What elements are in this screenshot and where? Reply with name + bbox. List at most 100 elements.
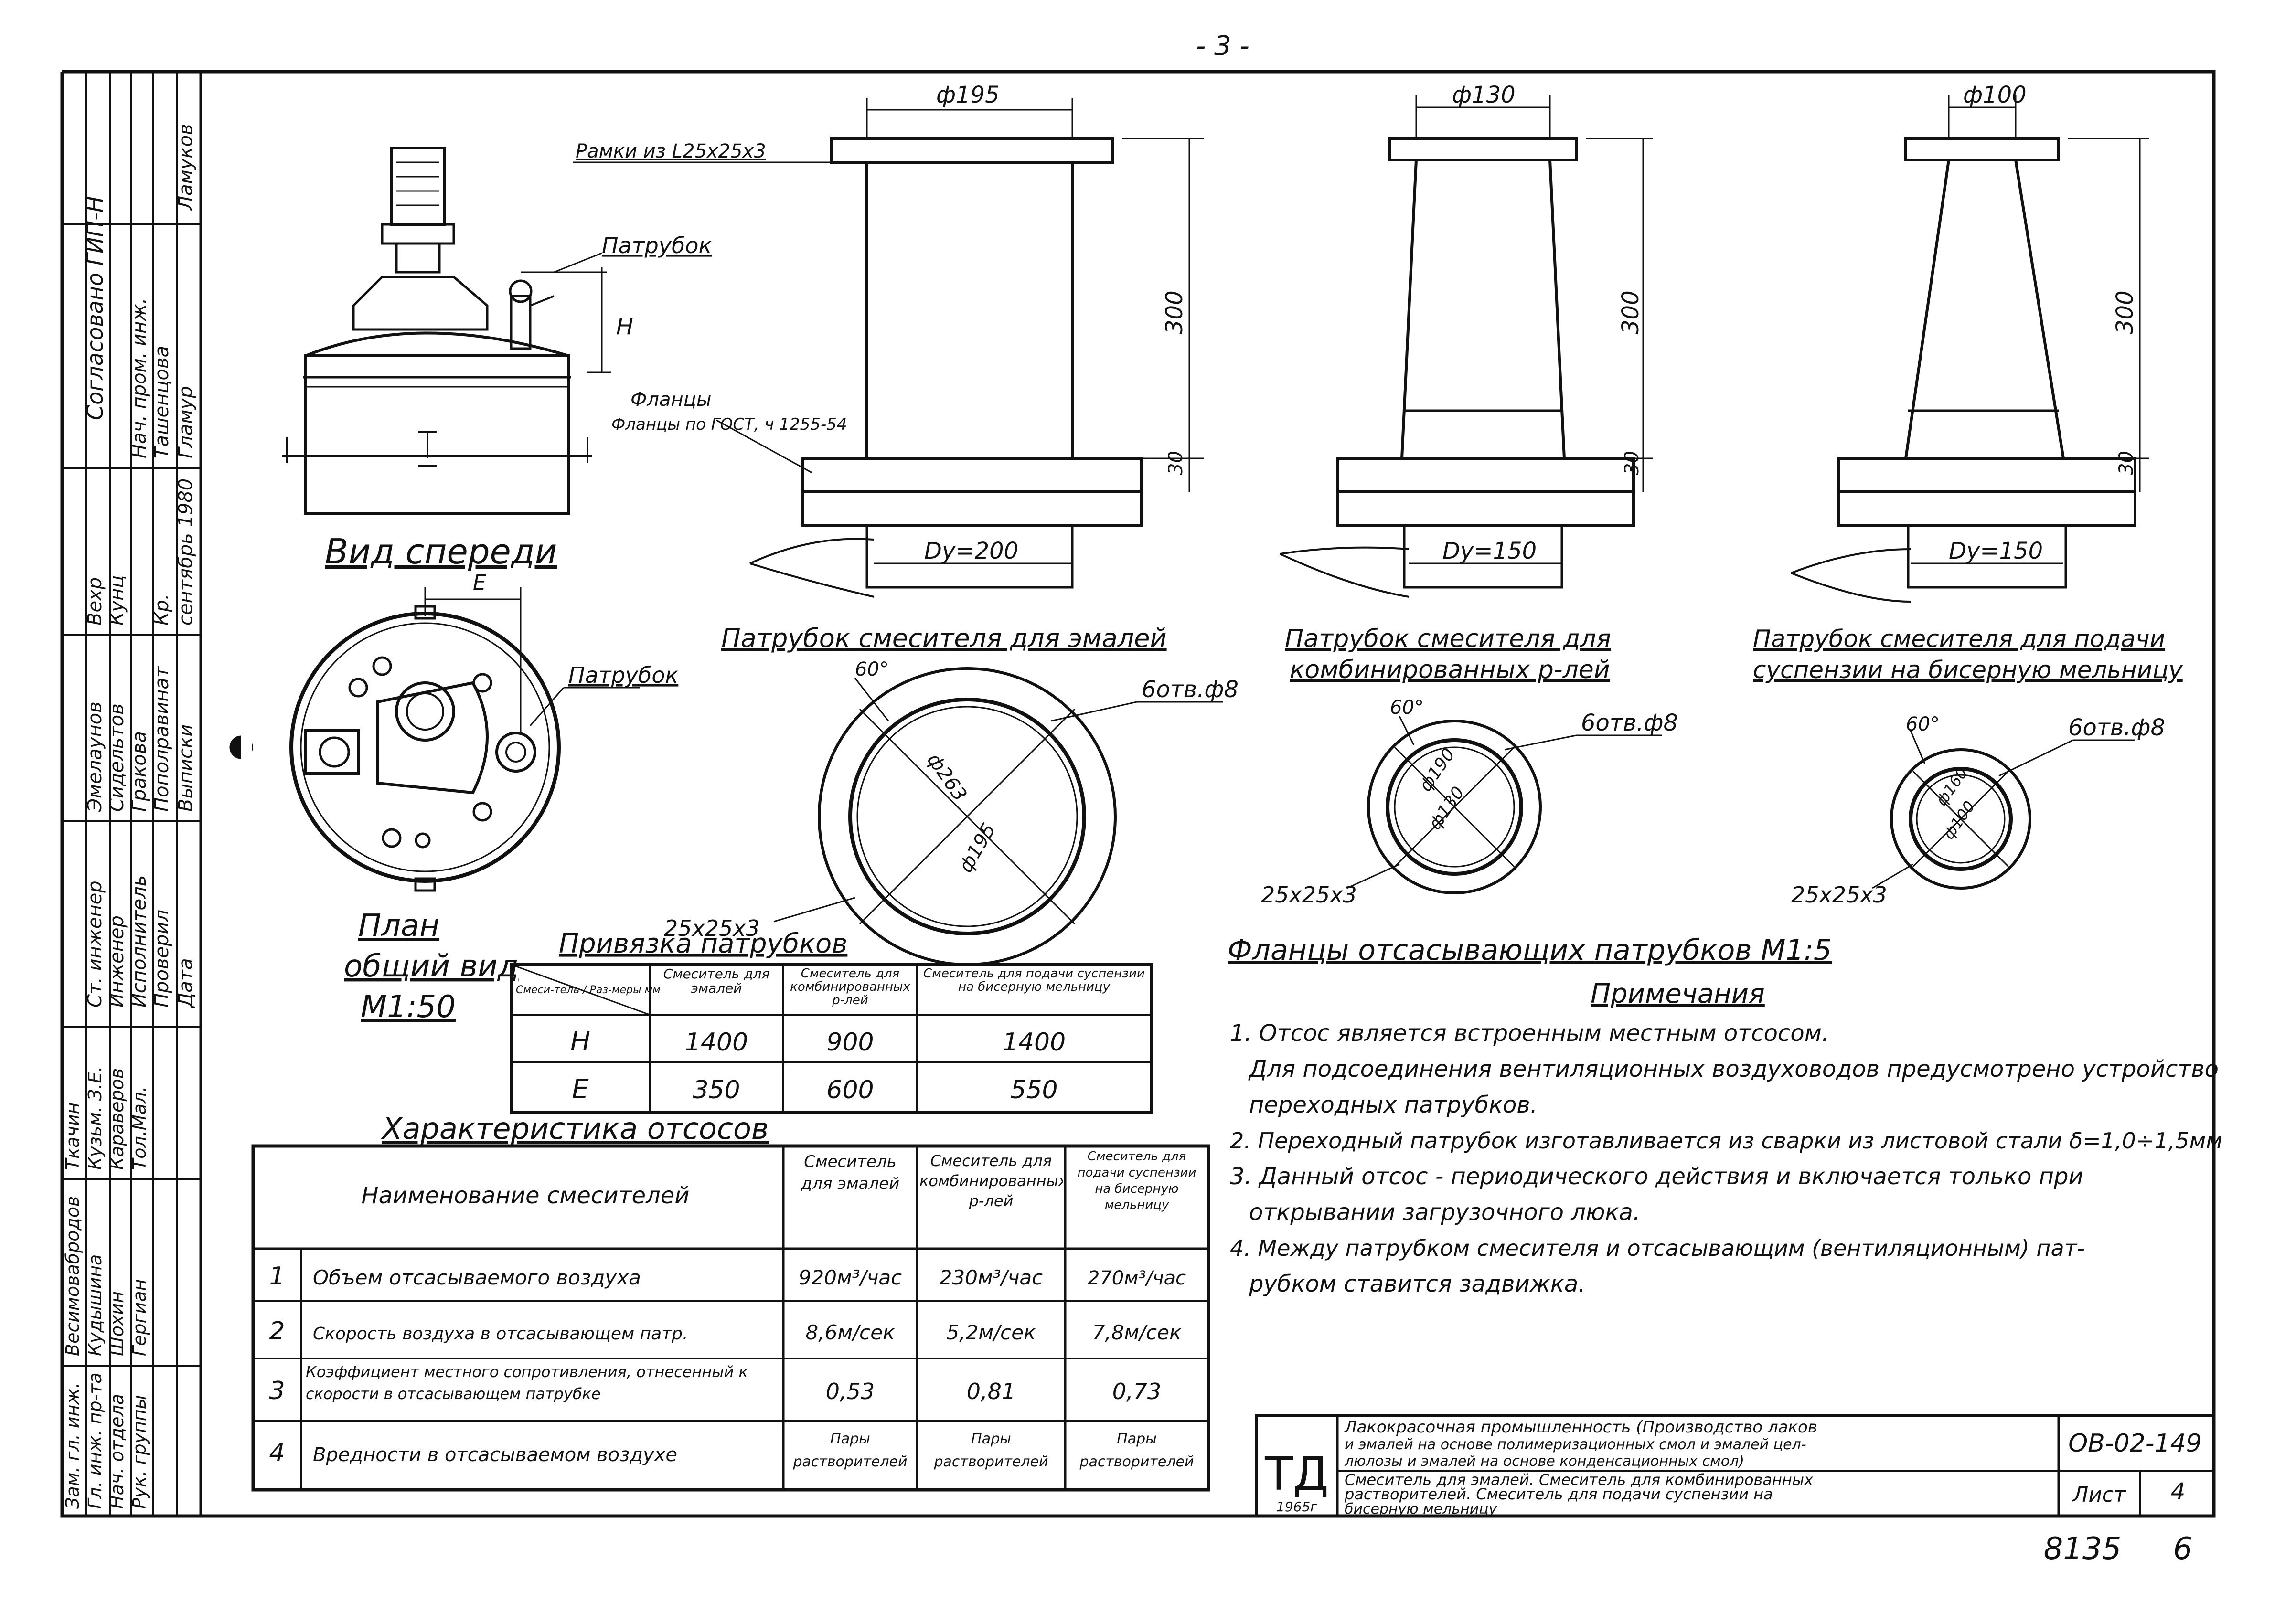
char-cell: 0,73: [1112, 1379, 1161, 1404]
note-line: 1. Отсос является встроенным местным отс…: [1230, 1020, 1829, 1047]
note-line: 4. Между патрубком смесителя и отсасываю…: [1230, 1235, 2085, 1261]
nozzle-1-note-side-full: Фланцы по ГОСТ, ч 1255-54: [611, 415, 847, 434]
nozzle-1-note-top: Рамки из L25х25х3: [576, 140, 766, 162]
stamp-sign: Кузьм. З.Е.: [85, 1066, 106, 1170]
stamp-cell: сентябрь 1980: [175, 478, 197, 626]
title-block: [1255, 1414, 2215, 1517]
binding-table: [510, 963, 1153, 1114]
stamp-cell: Ламуков: [175, 124, 197, 211]
plan-subtitle: общий вид: [344, 949, 519, 984]
flange-3-holes: 6отв.ф8: [2068, 714, 2165, 741]
mixer-plan-view: [229, 587, 640, 892]
char-cell: 8,6м/сек: [806, 1321, 896, 1344]
stamp-cell: Ст. инженер: [84, 881, 106, 1008]
nozzle-3-dn: Dу=150: [1949, 538, 2043, 564]
binding-header: Смеситель для комбинированных р-лей: [790, 967, 910, 1008]
stamp-cell: Проверил: [151, 910, 173, 1008]
binding-cell: 600: [826, 1076, 874, 1104]
stamp-cell: Дата: [175, 958, 197, 1008]
char-cell: 270м³/час: [1088, 1267, 1186, 1289]
nozzle-2-dn: Dу=150: [1442, 538, 1537, 564]
stamp-name: Гергиан: [129, 1279, 150, 1356]
char-header: Наименование смесителей: [362, 1182, 690, 1209]
title-code: ОВ-02-149: [2068, 1429, 2202, 1458]
flange-2-angle-steel: 25х25х3: [1261, 882, 1357, 908]
char-cell: 7,8м/сек: [1092, 1321, 1182, 1344]
char-row-name: Вредности в отсасываемом воздухе: [313, 1444, 677, 1466]
nozzle-1-low: 30: [1165, 451, 1187, 475]
nozzle-2-drawing: [1280, 95, 1653, 598]
binding-header: Смеситель для эмалей: [663, 967, 770, 996]
char-header: Смеситель для эмалей: [801, 1152, 900, 1193]
dim-H: Н: [616, 313, 633, 340]
note-line: переходных патрубков.: [1249, 1092, 1538, 1118]
char-cell: Пары растворителей: [1079, 1431, 1194, 1470]
note-line: рубком ставится задвижка.: [1249, 1271, 1586, 1297]
nozzle-3-diameter: ф100: [1963, 82, 2027, 108]
binding-cell: Е: [572, 1074, 589, 1105]
char-header: Смеситель для подачи суспензии на бисерн…: [1077, 1149, 1196, 1212]
title-desc: Лакокрасочная промышленность (Производст…: [1344, 1418, 1817, 1437]
flange-1-holes: 6отв.ф8: [1142, 676, 1239, 703]
nozzle-1-caption: Патрубок смесителя для эмалей: [721, 623, 1167, 653]
note-line: открывании загрузочного люка.: [1249, 1199, 1640, 1226]
nozzle-1-dn: Dу=200: [924, 538, 1018, 564]
stamp-cell: Пополравинат: [151, 666, 173, 812]
stamp-name: Весимовабродов: [62, 1196, 83, 1356]
binding-cell: Н: [570, 1026, 590, 1057]
stamp-cell: Исполнитель: [128, 875, 150, 1008]
sheet-number-bottom: 8135: [2044, 1531, 2122, 1567]
sheet-number-bottom-2: 6: [2173, 1531, 2193, 1567]
nozzle-3-drawing: [1791, 95, 2149, 603]
char-cell: 5,2м/сек: [947, 1321, 1036, 1344]
title-desc: люлозы и эмалей на основе конденсационны…: [1344, 1453, 1744, 1470]
nozzle-1-height: 300: [1161, 290, 1188, 334]
stamp-cell: Эмелаунов: [84, 701, 106, 812]
flange-3-angle: 60°: [1906, 713, 1940, 735]
title-sheet-label: Лист: [2072, 1483, 2126, 1507]
nozzle-3-height: 300: [2112, 290, 2138, 334]
nozzle-2-diameter: ф130: [1452, 82, 1516, 108]
stamp-role: Нач. отдела: [107, 1394, 128, 1509]
binding-table-title: Привязка патрубков: [559, 928, 847, 959]
page-marker: - 3 -: [1196, 31, 1249, 62]
label-patrubok-plan: Патрубок: [568, 662, 679, 688]
char-cell: Пары растворителей: [793, 1431, 908, 1470]
char-row-num: 2: [269, 1317, 285, 1346]
char-row-name: Скорость воздуха в отсасывающем патр.: [313, 1324, 688, 1344]
binding-cell: 1400: [1003, 1028, 1066, 1057]
binding-cell: 900: [826, 1028, 874, 1057]
nozzle-2-caption-1: Патрубок смесителя для: [1285, 625, 1611, 653]
dim-L: Е: [473, 571, 486, 595]
flange-1-d2: ф195: [955, 819, 1000, 876]
flange-1-drawing: [773, 667, 1223, 966]
stamp-role: Зам. гл. инж.: [62, 1382, 83, 1509]
stamp-cell: Выписки: [175, 724, 197, 812]
notes-title: Примечания: [1591, 978, 1765, 1009]
stamp-name: Шохин: [107, 1291, 128, 1356]
note-line: 3. Данный отсос - периодического действи…: [1230, 1163, 2083, 1190]
char-table: [251, 1144, 1210, 1492]
flange-2-drawing: [1346, 716, 1662, 894]
title-desc: растворителей. Смеситель для подачи сусп…: [1344, 1485, 1773, 1503]
stamp-cell: Ташенцова: [151, 346, 173, 458]
stamp-name: Кудышина: [85, 1254, 106, 1356]
char-row-name: Объем отсасываемого воздуха: [313, 1266, 641, 1289]
char-table-title: Характеристика отсосов: [381, 1111, 769, 1146]
front-view-title: Вид спереди: [325, 531, 557, 572]
char-header: Смеситель для комбинированных р-лей: [919, 1152, 1063, 1210]
stamp-cell: Кр.: [151, 594, 173, 626]
title-desc: бисерную мельницу: [1345, 1501, 1498, 1517]
stamp-title: Согласовано ГИП-Н: [82, 196, 108, 420]
flanges-title: Фланцы отсасывающих патрубков М1:5: [1228, 934, 1832, 967]
nozzle-2-caption-2: комбинированных р-лей: [1290, 656, 1610, 684]
plan-title: План: [358, 908, 439, 944]
title-sheet-no: 4: [2171, 1478, 2186, 1505]
nozzle-2-low: 30: [1621, 451, 1643, 475]
flange-2-angle: 60°: [1390, 697, 1424, 719]
stamp-role: Гл. инж. пр-та: [85, 1372, 106, 1509]
flange-3-drawing: [1872, 730, 2135, 890]
mixer-front-view: [282, 147, 611, 515]
stamp-cell: Сидельтов: [106, 703, 128, 812]
